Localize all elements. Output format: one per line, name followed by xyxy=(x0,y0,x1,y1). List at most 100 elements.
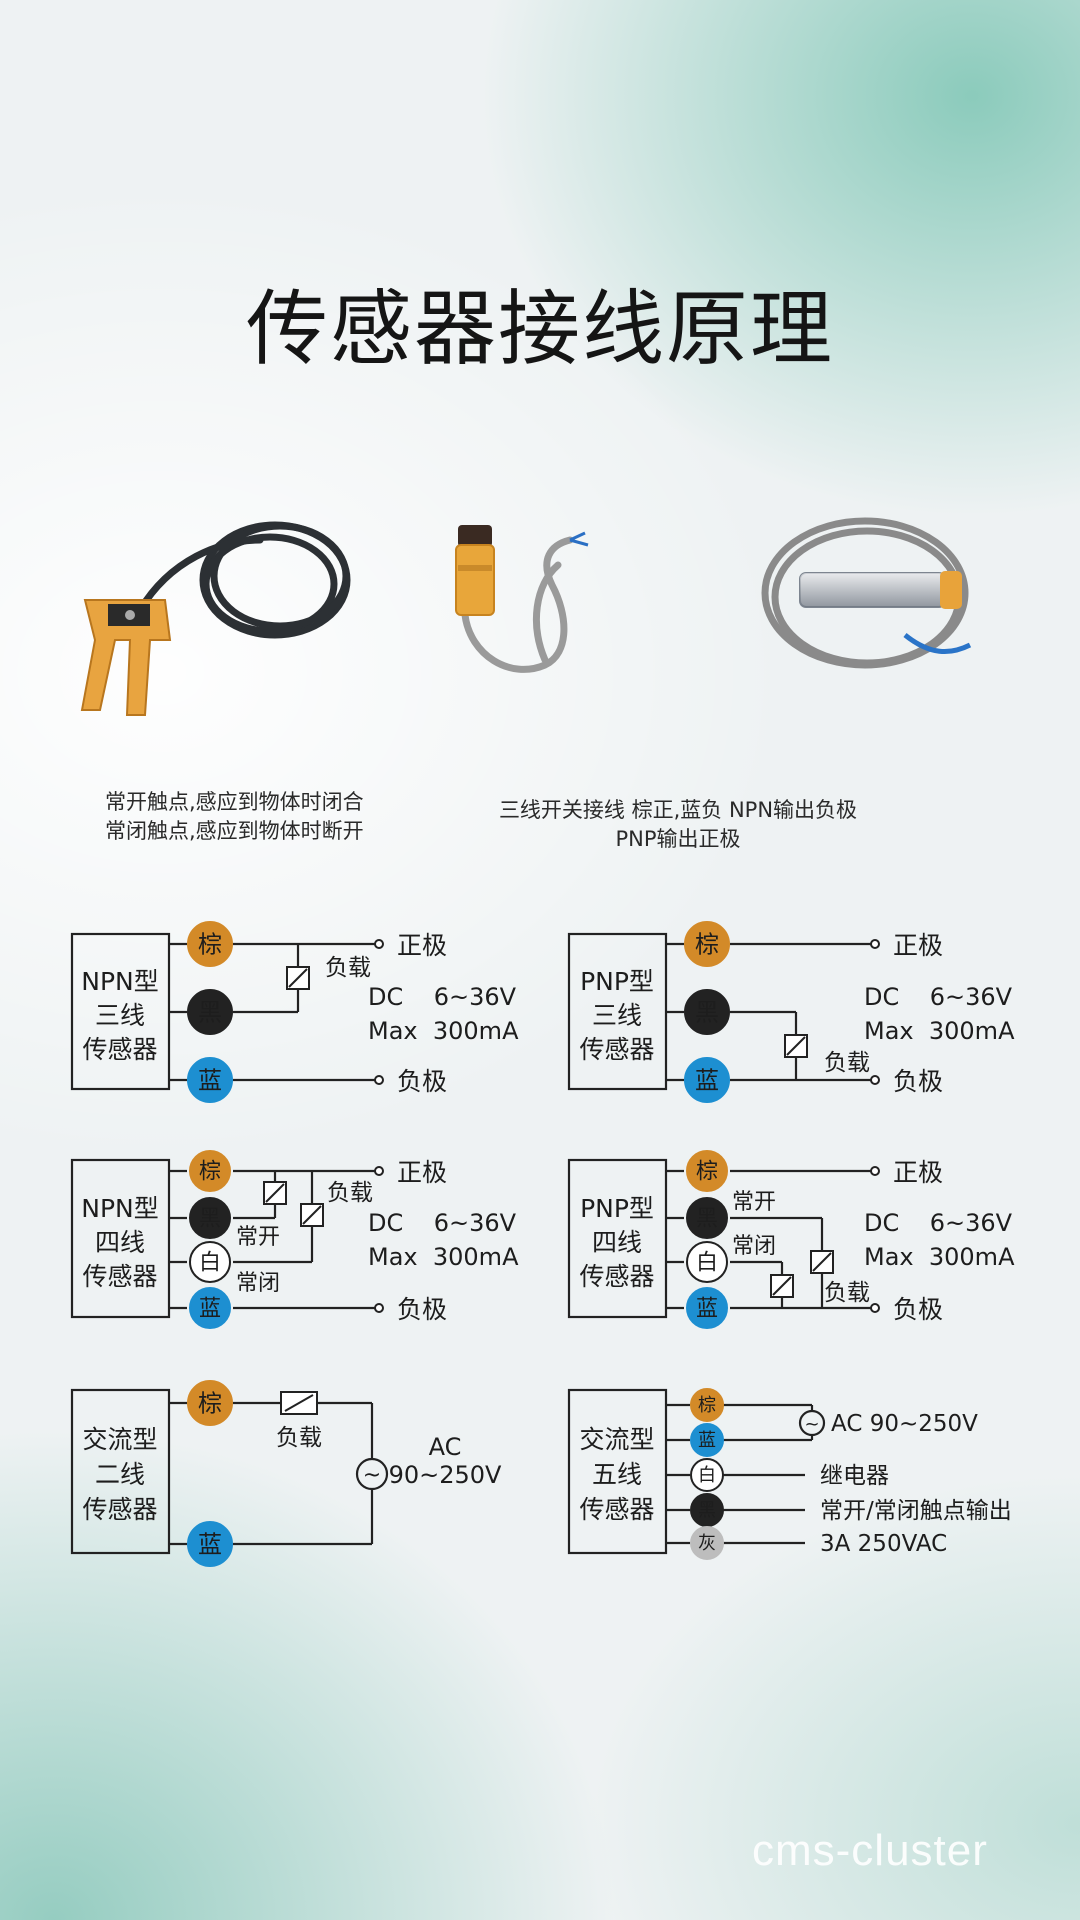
npn3-wire-badge-label: 黑 xyxy=(198,998,222,1026)
pnp3-wire-badge-brown: 棕 xyxy=(684,921,730,967)
npn3-box-line2: 三线 xyxy=(95,1001,145,1030)
pnp3-box-line2: 三线 xyxy=(592,1001,642,1030)
npn4-nc-label: 常闭 xyxy=(236,1271,280,1296)
ac5-wire-badge-white: 白 xyxy=(690,1458,724,1492)
npn4-wire-badge-label: 白 xyxy=(199,1251,221,1276)
ac5-wire-badge-gray: 灰 xyxy=(690,1526,724,1560)
caption-three-wire-line2: PNP输出正极 xyxy=(615,827,741,851)
pnp4-no-label: 常开 xyxy=(732,1190,776,1215)
ac5-box-line3: 传感器 xyxy=(579,1495,654,1524)
pnp3-wire-badge-label: 蓝 xyxy=(695,1066,719,1094)
npn4-wire-badge-label: 蓝 xyxy=(199,1297,221,1322)
pnp4-wire-badge-brown: 棕 xyxy=(686,1150,728,1192)
ac5-source-symbol: ~ xyxy=(804,1414,819,1435)
npn3-wire-badge-black: 黑 xyxy=(187,989,233,1035)
ac2-wire-badge-label: 棕 xyxy=(198,1389,222,1417)
npn3-box-line1: NPN型 xyxy=(81,967,158,996)
npn3-dc-label: DC 6~36V xyxy=(368,983,517,1011)
pnp4-neg-label: 负极 xyxy=(893,1295,943,1324)
ac5-wire-badge-label: 棕 xyxy=(698,1395,716,1416)
ac5-wire-badge-black: 黑 xyxy=(690,1493,724,1527)
npn3-wire-badge-blue: 蓝 xyxy=(187,1057,233,1103)
pnp4-wire-badge-blue: 蓝 xyxy=(686,1287,728,1329)
caption-three-wire: 三线开关接线 棕正,蓝负 NPN输出负极 PNP输出正极 xyxy=(478,796,878,854)
ac5-wires xyxy=(567,1388,826,1555)
npn3-wire-badge-brown: 棕 xyxy=(187,921,233,967)
pnp4-wire-badge-label: 白 xyxy=(696,1251,718,1276)
photoelectric-sensor-image xyxy=(455,525,589,673)
npn4-wire-badge-blue: 蓝 xyxy=(189,1287,231,1329)
pnp4-wire-badge-white: 白 xyxy=(686,1241,728,1283)
npn3-load-label: 负载 xyxy=(325,955,371,981)
ac2-ac-label: AC xyxy=(429,1433,462,1461)
pnp3-load-relay xyxy=(784,1034,808,1058)
npn3-box-line3: 传感器 xyxy=(82,1035,157,1064)
pnp4-max-label: Max 300mA xyxy=(864,1243,1015,1271)
pnp3-max-label: Max 300mA xyxy=(864,1017,1015,1045)
ac5-wire-badge-blue: 蓝 xyxy=(690,1423,724,1457)
pnp3-neg-label: 负极 xyxy=(893,1067,943,1096)
ac5-wire-badge-label: 白 xyxy=(698,1465,716,1486)
ac2-box-line1: 交流型 xyxy=(82,1425,157,1454)
npn3-wire-badge-label: 蓝 xyxy=(198,1066,222,1094)
npn4-wire-badge-white: 白 xyxy=(189,1241,231,1283)
npn3-pos-label: 正极 xyxy=(397,931,447,960)
npn3-wires xyxy=(70,932,376,1091)
ac5-wire-badge-label: 蓝 xyxy=(698,1430,716,1451)
npn3-wire-badge-label: 棕 xyxy=(198,930,222,958)
pnp3-wire-badge-blue: 蓝 xyxy=(684,1057,730,1103)
pnp3-wires xyxy=(567,932,872,1091)
ac2-wire-badge-blue: 蓝 xyxy=(187,1521,233,1567)
ac5-box-line1: 交流型 xyxy=(579,1425,654,1454)
pnp4-nc-relay xyxy=(770,1274,794,1298)
npn4-wire-badge-label: 黑 xyxy=(199,1207,221,1232)
npn4-box-line1: NPN型 xyxy=(81,1194,158,1223)
ac5-box-line2: 五线 xyxy=(592,1460,642,1489)
ac5-contact-label: 常开/常闭触点输出 xyxy=(820,1498,1012,1524)
ac2-box-line2: 二线 xyxy=(95,1460,145,1489)
ac5-wire-badge-label: 灰 xyxy=(698,1533,716,1554)
pnp3-pos-label: 正极 xyxy=(893,931,943,960)
pnp3-box-line3: 传感器 xyxy=(579,1035,654,1064)
pnp4-box-line1: PNP型 xyxy=(580,1194,654,1223)
page-title: 传感器接线原理 xyxy=(245,282,834,377)
npn4-dc-label: DC 6~36V xyxy=(368,1209,517,1237)
ac2-wire-badge-label: 蓝 xyxy=(198,1530,222,1558)
pnp4-wire-badge-black: 黑 xyxy=(686,1197,728,1239)
pnp4-dc-label: DC 6~36V xyxy=(864,1209,1013,1237)
npn3-max-label: Max 300mA xyxy=(368,1017,519,1045)
pnp3-box-line1: PNP型 xyxy=(580,967,654,996)
pnp3-wire-badge-black: 黑 xyxy=(684,989,730,1035)
npn4-no-label: 常开 xyxy=(236,1225,280,1250)
pnp4-load-label: 负载 xyxy=(824,1280,870,1306)
pnp3-load-label: 负载 xyxy=(824,1050,870,1076)
ac2-box-line3: 传感器 xyxy=(82,1495,157,1524)
ac2-load-relay xyxy=(280,1391,318,1415)
caption-no-contact: 常开触点,感应到物体时闭合 xyxy=(105,790,364,814)
ac2-wire-badge-brown: 棕 xyxy=(187,1380,233,1426)
watermark: cms-cluster xyxy=(752,1826,988,1875)
pnp4-box-line2: 四线 xyxy=(592,1228,642,1257)
pnp3-wire-badge-label: 黑 xyxy=(695,998,719,1026)
ac5-wire-badge-brown: 棕 xyxy=(690,1388,724,1422)
npn3-load-relay xyxy=(286,966,310,990)
npn4-neg-label: 负极 xyxy=(397,1295,447,1324)
npn4-pos-label: 正极 xyxy=(397,1158,447,1187)
pnp4-nc-label: 常闭 xyxy=(732,1234,776,1259)
proximity-sensor-image xyxy=(761,517,972,669)
pnp4-pos-label: 正极 xyxy=(893,1158,943,1187)
npn4-wire-badge-brown: 棕 xyxy=(189,1150,231,1192)
npn4-wire-badge-black: 黑 xyxy=(189,1197,231,1239)
pnp3-dc-label: DC 6~36V xyxy=(864,983,1013,1011)
pnp4-wires xyxy=(567,1158,872,1319)
terminal-dots xyxy=(374,939,880,1313)
ac5-wire-badge-label: 黑 xyxy=(698,1500,716,1521)
pnp4-wire-badge-label: 黑 xyxy=(696,1207,718,1232)
caption-three-wire-line1: 三线开关接线 棕正,蓝负 NPN输出负极 xyxy=(498,798,858,822)
npn4-load-label: 负载 xyxy=(327,1180,373,1206)
ac5-relay-label: 继电器 xyxy=(820,1463,889,1489)
slot-sensor-image xyxy=(80,521,351,716)
npn4-box-line2: 四线 xyxy=(95,1228,145,1257)
caption-nc-contact: 常闭触点,感应到物体时断开 xyxy=(105,819,364,843)
